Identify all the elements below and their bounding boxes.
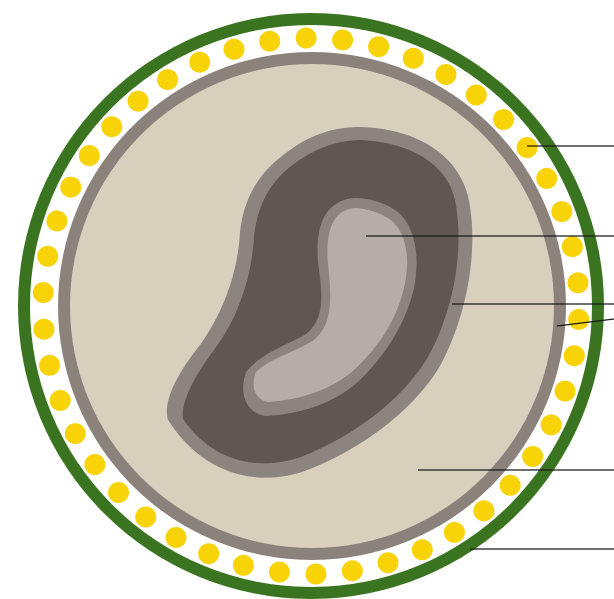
granule xyxy=(296,28,317,49)
granule xyxy=(342,560,363,581)
granule xyxy=(305,564,326,585)
granule xyxy=(466,85,487,106)
granule xyxy=(522,446,543,467)
granule xyxy=(332,29,353,50)
granule xyxy=(555,381,576,402)
granule xyxy=(79,145,100,166)
granule xyxy=(551,201,572,222)
granule xyxy=(33,282,54,303)
granule xyxy=(403,48,424,69)
granule xyxy=(269,562,290,583)
granule xyxy=(517,137,538,158)
granule xyxy=(493,109,514,130)
granule xyxy=(128,91,149,112)
granule xyxy=(189,52,210,73)
granule xyxy=(37,246,58,267)
granule xyxy=(412,539,433,560)
granule xyxy=(259,31,280,52)
granule xyxy=(101,116,122,137)
granule xyxy=(368,36,389,57)
granule xyxy=(166,527,187,548)
granule xyxy=(84,454,105,475)
granule xyxy=(564,345,585,366)
granule xyxy=(562,236,583,257)
granule xyxy=(157,69,178,90)
granule xyxy=(65,423,86,444)
granule xyxy=(46,210,67,231)
granule xyxy=(500,475,521,496)
granule xyxy=(473,500,494,521)
granule xyxy=(135,507,156,528)
granule xyxy=(568,272,589,293)
granule xyxy=(536,168,557,189)
granule xyxy=(541,414,562,435)
granule xyxy=(34,319,55,340)
granule xyxy=(378,552,399,573)
granule xyxy=(444,522,465,543)
granule xyxy=(224,39,245,60)
granule xyxy=(568,309,589,330)
granule xyxy=(108,482,129,503)
granule xyxy=(50,390,71,411)
granule xyxy=(39,355,60,376)
granule xyxy=(60,177,81,198)
granule xyxy=(233,555,254,576)
granule xyxy=(436,64,457,85)
granule xyxy=(198,543,219,564)
